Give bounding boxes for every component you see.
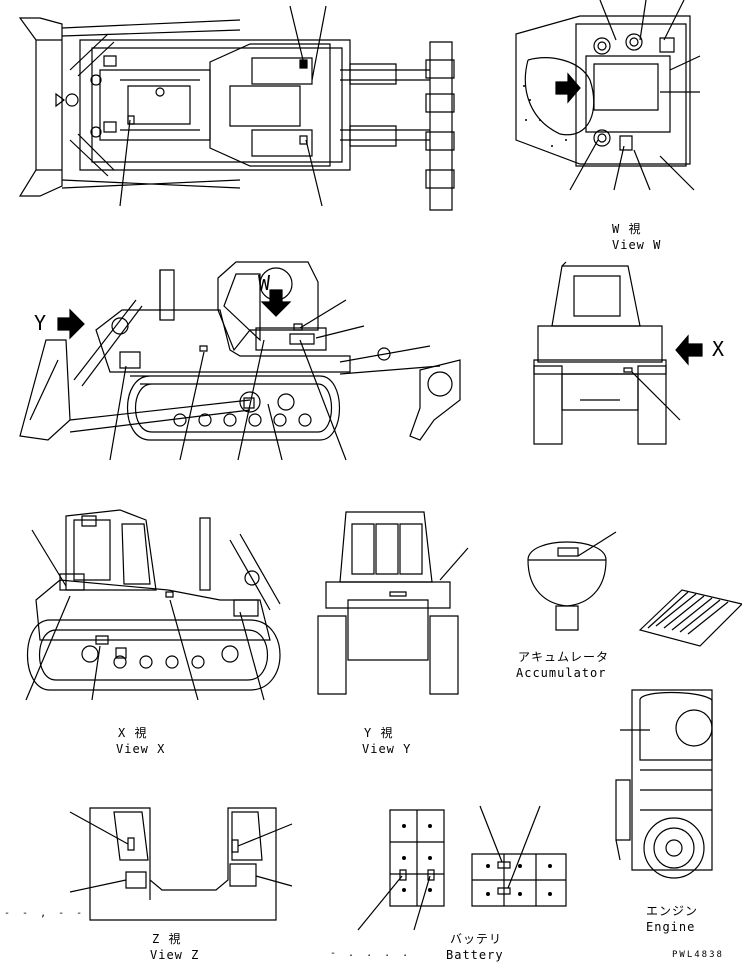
decal-plate-drawing xyxy=(640,590,742,646)
view-z-dash-marks: - - , - - xyxy=(4,908,86,919)
arrow-w-label: W xyxy=(258,271,272,295)
engine-caption-en: Engine xyxy=(646,920,696,934)
battery-caption-jp: バッテリ xyxy=(450,932,503,946)
view-z-drawing xyxy=(70,808,292,920)
figure-code: PWL4838 xyxy=(672,950,724,960)
view-w-caption-en: View W xyxy=(612,238,662,252)
view-z-caption-jp: Z 視 xyxy=(152,932,182,946)
battery-drawing xyxy=(358,806,566,930)
view-x-drawing xyxy=(26,510,280,700)
top-view-bulldozer xyxy=(20,6,454,210)
engine-drawing xyxy=(616,690,712,878)
view-y-caption-jp: Y 視 xyxy=(364,726,394,740)
view-x-caption-en: View X xyxy=(116,742,166,756)
battery-caption-en: Battery xyxy=(446,948,504,962)
engine-caption-jp: エンジン xyxy=(646,904,699,918)
accumulator-caption-jp: アキュムレータ xyxy=(518,650,610,664)
view-x-caption-jp: X 視 xyxy=(118,726,148,740)
arrow-x-label: X xyxy=(712,337,726,361)
view-w-caption-jp: W 視 xyxy=(612,222,642,236)
accumulator-drawing xyxy=(528,532,616,630)
rear-view-bulldozer xyxy=(534,262,702,444)
side-view-bulldozer xyxy=(20,262,460,460)
view-z-caption-en: View Z xyxy=(150,948,200,962)
view-y-drawing xyxy=(318,512,468,694)
accumulator-caption-en: Accumulator xyxy=(516,666,607,680)
arrow-y-label: Y xyxy=(34,311,48,335)
view-y-caption-en: View Y xyxy=(362,742,412,756)
view-w-drawing xyxy=(516,0,700,190)
battery-dash-marks: - . . . . xyxy=(330,948,412,959)
